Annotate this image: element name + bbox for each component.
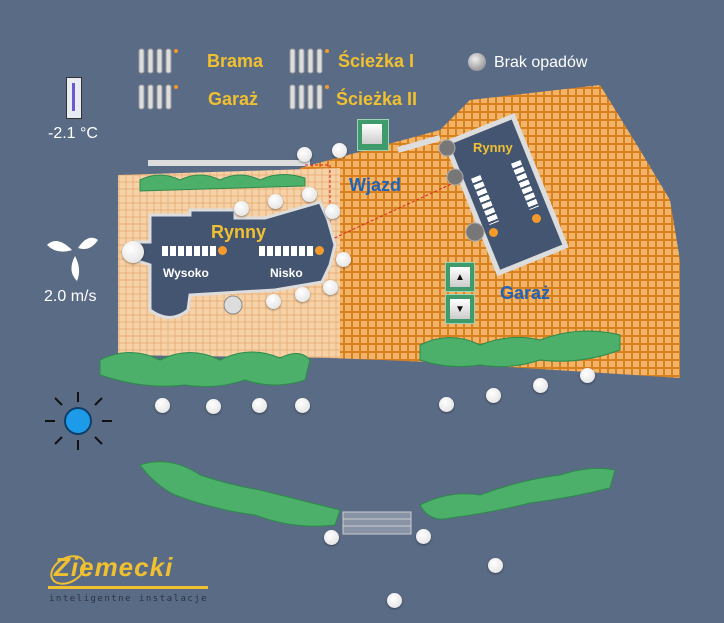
lamp[interactable]	[155, 398, 170, 413]
wind-value: 2.0 m/s	[44, 288, 97, 305]
garage-down-button[interactable]: ▼	[445, 294, 475, 324]
gate-icon-sciezka-2[interactable]	[289, 84, 329, 110]
lamp[interactable]	[252, 398, 267, 413]
lamp[interactable]	[533, 378, 548, 393]
lamp[interactable]	[325, 204, 340, 219]
garage-gutters-title: Rynny	[473, 140, 513, 155]
gutter-heater-high[interactable]	[162, 246, 217, 256]
lamp[interactable]	[295, 287, 310, 302]
garage-gutter-right-indicator	[532, 214, 541, 223]
gutter-low-indicator	[315, 246, 324, 255]
garage-gutter-left-indicator	[489, 228, 498, 237]
lamp[interactable]	[268, 194, 283, 209]
lamp[interactable]	[486, 388, 501, 403]
lamp[interactable]	[234, 201, 249, 216]
garage-up-button[interactable]: ▲	[445, 262, 475, 292]
sun-icon	[45, 392, 112, 450]
lamp[interactable]	[122, 241, 144, 263]
gate-label-sciezka-2[interactable]: Ścieżka II	[336, 89, 418, 109]
lamp[interactable]	[336, 252, 351, 267]
gate-label-sciezka-1[interactable]: Ścieżka I	[338, 51, 415, 71]
garage-building	[443, 112, 569, 277]
lamp[interactable]	[323, 280, 338, 295]
lamp[interactable]	[266, 294, 281, 309]
gutter-high-indicator	[218, 246, 227, 255]
lamp[interactable]	[439, 397, 454, 412]
house-gutters-title: Rynny	[211, 222, 267, 242]
lamp[interactable]	[488, 558, 503, 573]
lamp[interactable]	[580, 368, 595, 383]
rain-sensor-icon	[468, 53, 486, 71]
steps	[342, 511, 412, 535]
lamp[interactable]	[295, 398, 310, 413]
gate-icon-garaz[interactable]	[138, 84, 178, 110]
hedges	[99, 174, 621, 527]
lamp[interactable]	[297, 147, 312, 162]
gate-icon-brama[interactable]	[138, 48, 178, 74]
house-building	[133, 200, 337, 319]
driveway-label: Wjazd	[349, 175, 401, 195]
gate-label-garaz[interactable]: Garaż	[208, 89, 259, 109]
driveway-gate-button[interactable]	[357, 119, 389, 151]
ziemecki-logo: Ziemecki inteligentne instalacje	[46, 548, 211, 608]
gate-label-brama[interactable]: Brama	[207, 51, 264, 71]
gutter-heater-low[interactable]	[259, 246, 314, 256]
thermometer-icon	[66, 77, 82, 119]
temperature-value: -2.1 °C	[48, 125, 98, 142]
fence	[148, 160, 310, 166]
gutter-high-label: Wysoko	[163, 266, 209, 280]
lamp[interactable]	[206, 399, 221, 414]
wind-fan-icon	[47, 237, 98, 281]
lamp[interactable]	[416, 529, 431, 544]
lamp[interactable]	[302, 187, 317, 202]
garage-label: Garaż	[500, 283, 551, 303]
lamp[interactable]	[324, 530, 339, 545]
rain-status: Brak opadów	[494, 54, 588, 71]
gate-icon-sciezka-1[interactable]	[289, 48, 329, 74]
gutter-low-label: Nisko	[270, 266, 303, 280]
lamp[interactable]	[387, 593, 402, 608]
gate-bar	[397, 135, 441, 153]
light-fixture	[223, 295, 243, 315]
lamp[interactable]	[332, 143, 347, 158]
